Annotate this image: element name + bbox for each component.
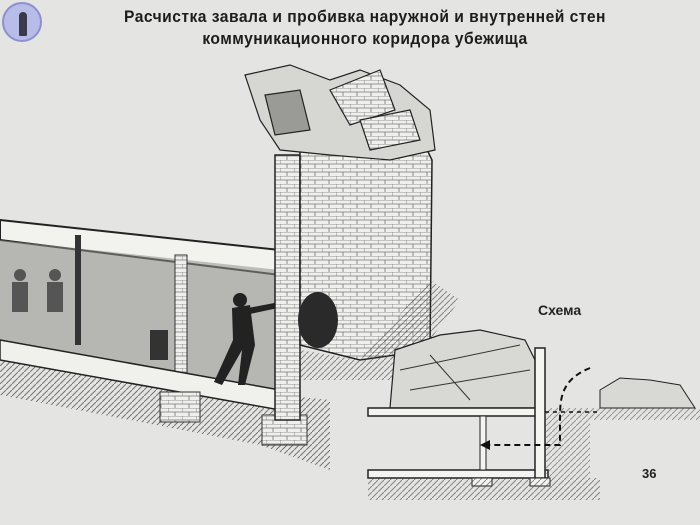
person-silhouette-icon	[19, 12, 27, 36]
brick-walls	[274, 134, 460, 421]
logo	[2, 2, 42, 42]
page-title: Расчистка завала и пробивка наружной и в…	[84, 6, 645, 50]
page-number: 36	[642, 466, 657, 481]
title-line-1: Расчистка завала и пробивка наружной и в…	[124, 7, 606, 26]
title-line-2: коммуникационного коридора убежища	[202, 29, 528, 48]
rubble-top	[244, 64, 436, 161]
scheme-label: Схема	[538, 302, 582, 318]
shelter-cutaway	[0, 218, 330, 470]
people-figures	[12, 269, 63, 312]
scheme	[367, 329, 700, 500]
